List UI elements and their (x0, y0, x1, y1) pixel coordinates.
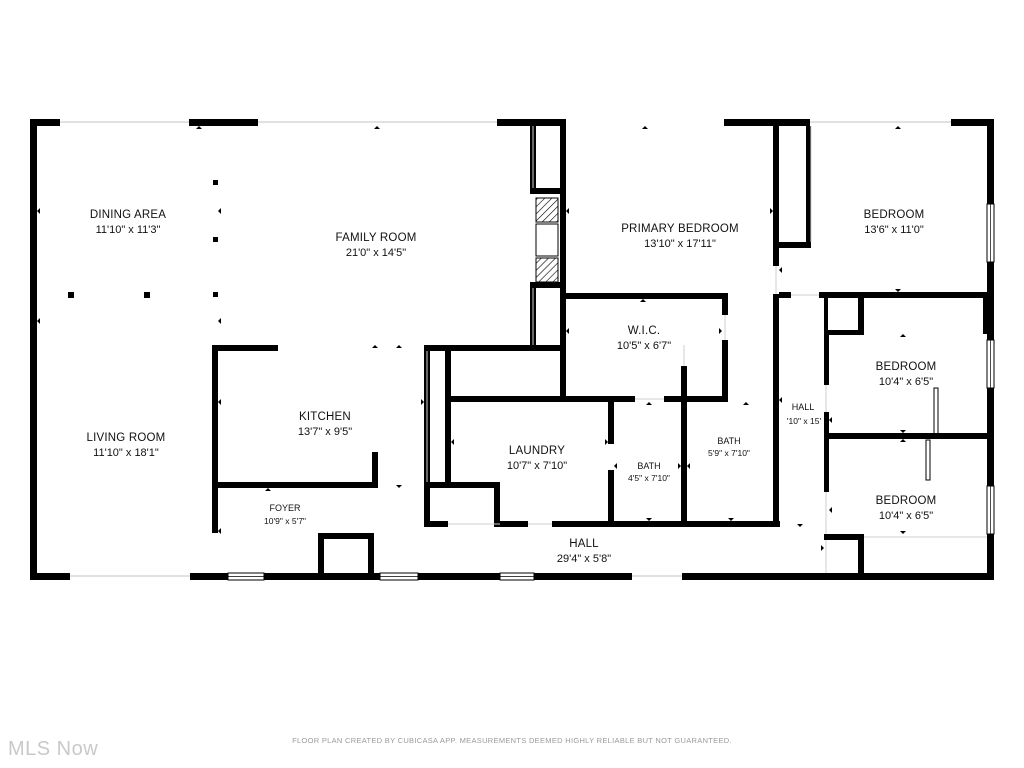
room-dining-area: DINING AREA 11'10" x 11'3" (90, 209, 166, 236)
room-name: FAMILY ROOM (335, 232, 416, 244)
room-hall-main: HALL 29'4" x 5'8" (557, 538, 611, 565)
room-dimensions: 13'6" x 11'0" (864, 224, 924, 236)
room-dimensions: 4'5" x 7'10" (628, 473, 670, 483)
room-dimensions: 10'9" x 5'7" (264, 516, 306, 526)
door-openings (426, 126, 987, 573)
room-living-room: LIVING ROOM 11'10" x 18'1" (87, 432, 166, 459)
room-name: PRIMARY BEDROOM (621, 223, 739, 235)
room-dimensions: 13'10" x 17'11" (644, 238, 716, 250)
room-dimensions: 29'4" x 5'8" (557, 553, 611, 565)
room-name: FOYER (269, 503, 301, 513)
room-dimensions: 5'9" x 7'10" (708, 448, 750, 458)
room-primary-bedroom: PRIMARY BEDROOM 13'10" x 17'11" (621, 223, 739, 250)
room-family-room: FAMILY ROOM 21'0" x 14'5" (335, 232, 416, 259)
room-dimensions: 21'0" x 14'5" (346, 247, 406, 259)
watermark-logo: MLS Now (8, 738, 99, 760)
room-dimensions: 10'4" x 6'5" (879, 376, 933, 388)
fireplace (535, 197, 559, 283)
room-dimensions: 11'10" x 18'1" (93, 447, 159, 459)
windows (60, 121, 995, 581)
room-hall-vertical: HALL '10" x 15' (787, 402, 822, 426)
room-bedroom-1: BEDROOM 13'6" x 11'0" (864, 209, 925, 236)
disclaimer-text: FLOOR PLAN CREATED BY CUBICASA APP. MEAS… (292, 736, 732, 745)
room-name: BEDROOM (876, 495, 937, 507)
room-name: HALL (792, 402, 815, 412)
room-name: HALL (569, 538, 599, 550)
room-name: BEDROOM (864, 209, 925, 221)
room-dimensions: 10'4" x 6'5" (879, 510, 933, 522)
room-name: LAUNDRY (509, 445, 565, 457)
room-foyer: FOYER 10'9" x 5'7" (264, 503, 306, 526)
dimension-markers (37, 126, 906, 551)
room-name: W.I.C. (628, 325, 661, 337)
room-name: LIVING ROOM (87, 432, 166, 444)
room-bath-1: BATH 4'5" x 7'10" (628, 461, 670, 483)
room-dimensions: 11'10" x 11'3" (96, 224, 161, 236)
room-name: BATH (637, 461, 660, 471)
room-bath-2: BATH 5'9" x 7'10" (708, 436, 750, 458)
room-bedroom-3: BEDROOM 10'4" x 6'5" (876, 495, 937, 522)
interior-walls (68, 119, 994, 580)
room-bedroom-2: BEDROOM 10'4" x 6'5" (876, 361, 937, 388)
room-wic: W.I.C. 10'5" x 6'7" (617, 325, 671, 352)
room-laundry: LAUNDRY 10'7" x 7'10" (507, 445, 567, 472)
room-dimensions: 10'5" x 6'7" (617, 340, 671, 352)
room-name: DINING AREA (90, 209, 166, 221)
room-dimensions: 10'7" x 7'10" (507, 460, 567, 472)
room-dimensions: 13'7" x 9'5" (298, 426, 352, 438)
room-name: BEDROOM (876, 361, 937, 373)
room-dimensions: '10" x 15' (787, 416, 822, 426)
room-name: KITCHEN (299, 411, 351, 423)
room-name: BATH (717, 436, 740, 446)
room-kitchen: KITCHEN 13'7" x 9'5" (298, 411, 352, 438)
